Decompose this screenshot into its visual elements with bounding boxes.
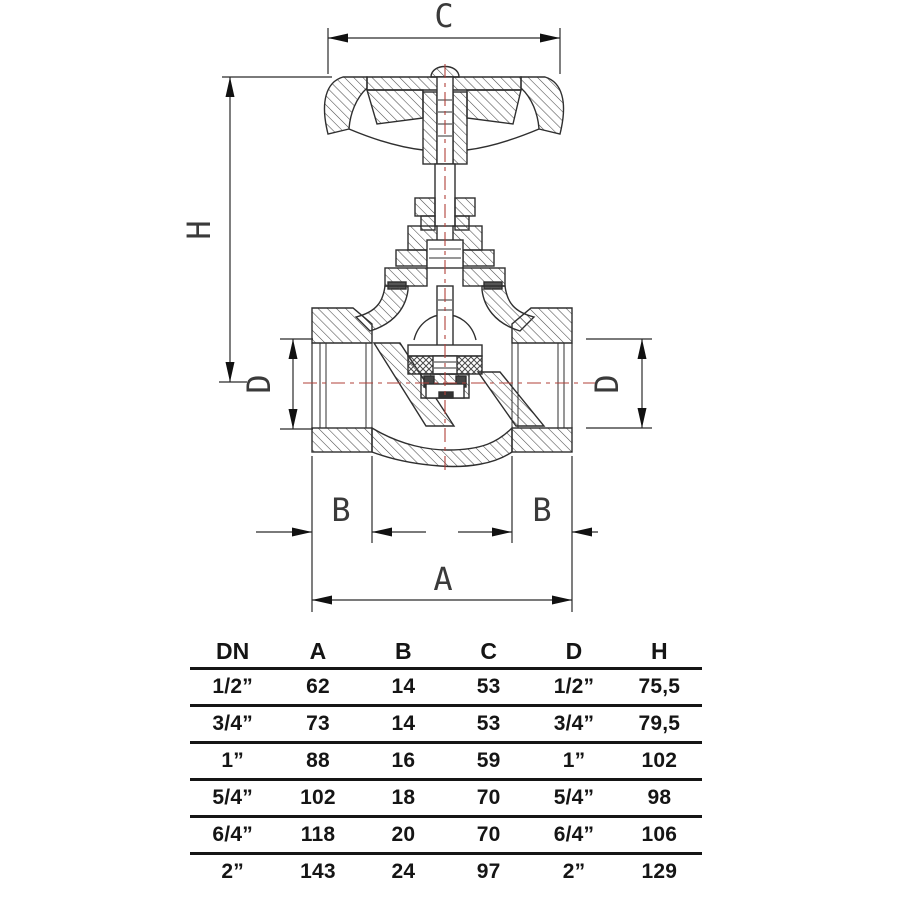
dim-label-d-left: D bbox=[240, 374, 278, 393]
cell-h: 102 bbox=[641, 749, 678, 772]
dim-label-c: C bbox=[434, 0, 453, 35]
column-header-c: C bbox=[480, 638, 497, 664]
dim-label-d-right: D bbox=[588, 374, 626, 393]
dimension-c: C bbox=[327, 0, 561, 74]
dim-label-b-left: B bbox=[331, 491, 350, 529]
column-header-dn: DN bbox=[216, 638, 250, 664]
table-row: 5/4” 102 18 70 5/4” 98 bbox=[190, 781, 702, 818]
column-header-h: H bbox=[651, 638, 668, 664]
dimensions-table: DN A B C D H 1/2” 62 14 53 1/2” 75,5 3/4… bbox=[190, 636, 702, 889]
cell-c: 70 bbox=[476, 786, 501, 809]
cell-dn: 2” bbox=[221, 860, 244, 883]
cell-dn: 1/2” bbox=[212, 675, 253, 698]
cell-a: 62 bbox=[306, 675, 330, 698]
cell-b: 24 bbox=[391, 860, 416, 883]
cell-a: 88 bbox=[306, 749, 330, 772]
cell-a: 143 bbox=[300, 860, 336, 883]
cell-h: 106 bbox=[641, 823, 678, 846]
cell-h: 79,5 bbox=[638, 712, 681, 735]
cell-h: 75,5 bbox=[638, 675, 681, 698]
cell-d: 1/2” bbox=[553, 675, 595, 698]
cell-a: 118 bbox=[300, 823, 336, 846]
dimension-h: H bbox=[180, 76, 332, 383]
cell-b: 20 bbox=[391, 823, 416, 846]
dimension-d-right: D bbox=[586, 338, 652, 429]
cell-c: 59 bbox=[476, 749, 501, 772]
cell-c: 97 bbox=[476, 860, 501, 883]
table-row: 2” 143 24 97 2” 129 bbox=[190, 855, 702, 889]
table-row: 1” 88 16 59 1” 102 bbox=[190, 744, 702, 781]
cell-h: 98 bbox=[647, 786, 672, 809]
dimension-d-left: D bbox=[240, 338, 313, 430]
dimension-b-right: B bbox=[458, 456, 598, 612]
cell-h: 129 bbox=[641, 860, 678, 883]
globe-valve-section-drawing: C H D bbox=[180, 0, 652, 612]
cell-b: 14 bbox=[391, 712, 416, 735]
cell-d: 2” bbox=[562, 860, 586, 883]
cell-dn: 5/4” bbox=[212, 786, 253, 809]
cell-d: 3/4” bbox=[553, 712, 595, 735]
table-body: 1/2” 62 14 53 1/2” 75,5 3/4” 73 14 53 3/… bbox=[190, 670, 702, 889]
column-header-b: B bbox=[395, 638, 412, 664]
cell-dn: 3/4” bbox=[212, 712, 253, 735]
cell-c: 70 bbox=[476, 823, 501, 846]
cell-d: 6/4” bbox=[553, 823, 595, 846]
valve-body bbox=[311, 307, 573, 468]
column-header-d: D bbox=[565, 638, 583, 664]
table-header-row: DN A B C D H bbox=[190, 636, 702, 670]
dim-label-h: H bbox=[180, 220, 218, 239]
disc-nut bbox=[438, 391, 454, 399]
cell-b: 14 bbox=[391, 675, 416, 698]
table-row: 1/2” 62 14 53 1/2” 75,5 bbox=[190, 670, 702, 707]
cell-d: 1” bbox=[562, 749, 586, 772]
dim-label-b-right: B bbox=[532, 491, 551, 529]
cell-b: 18 bbox=[391, 786, 416, 809]
dimension-b-left: B bbox=[256, 456, 426, 612]
dimension-a: A bbox=[312, 560, 572, 605]
table-row: 6/4” 118 20 70 6/4” 106 bbox=[190, 818, 702, 855]
handwheel bbox=[323, 65, 565, 165]
table-row: 3/4” 73 14 53 3/4” 79,5 bbox=[190, 707, 702, 744]
cell-c: 53 bbox=[476, 675, 501, 698]
column-header-a: A bbox=[309, 638, 327, 664]
cell-dn: 1” bbox=[221, 749, 244, 772]
cell-b: 16 bbox=[391, 749, 416, 772]
cell-a: 102 bbox=[300, 786, 336, 809]
cell-a: 73 bbox=[306, 712, 330, 735]
dim-label-a: A bbox=[433, 560, 452, 598]
cell-d: 5/4” bbox=[553, 786, 595, 809]
centerlines bbox=[303, 64, 597, 470]
cell-dn: 6/4” bbox=[212, 823, 253, 846]
cell-c: 53 bbox=[476, 712, 501, 735]
